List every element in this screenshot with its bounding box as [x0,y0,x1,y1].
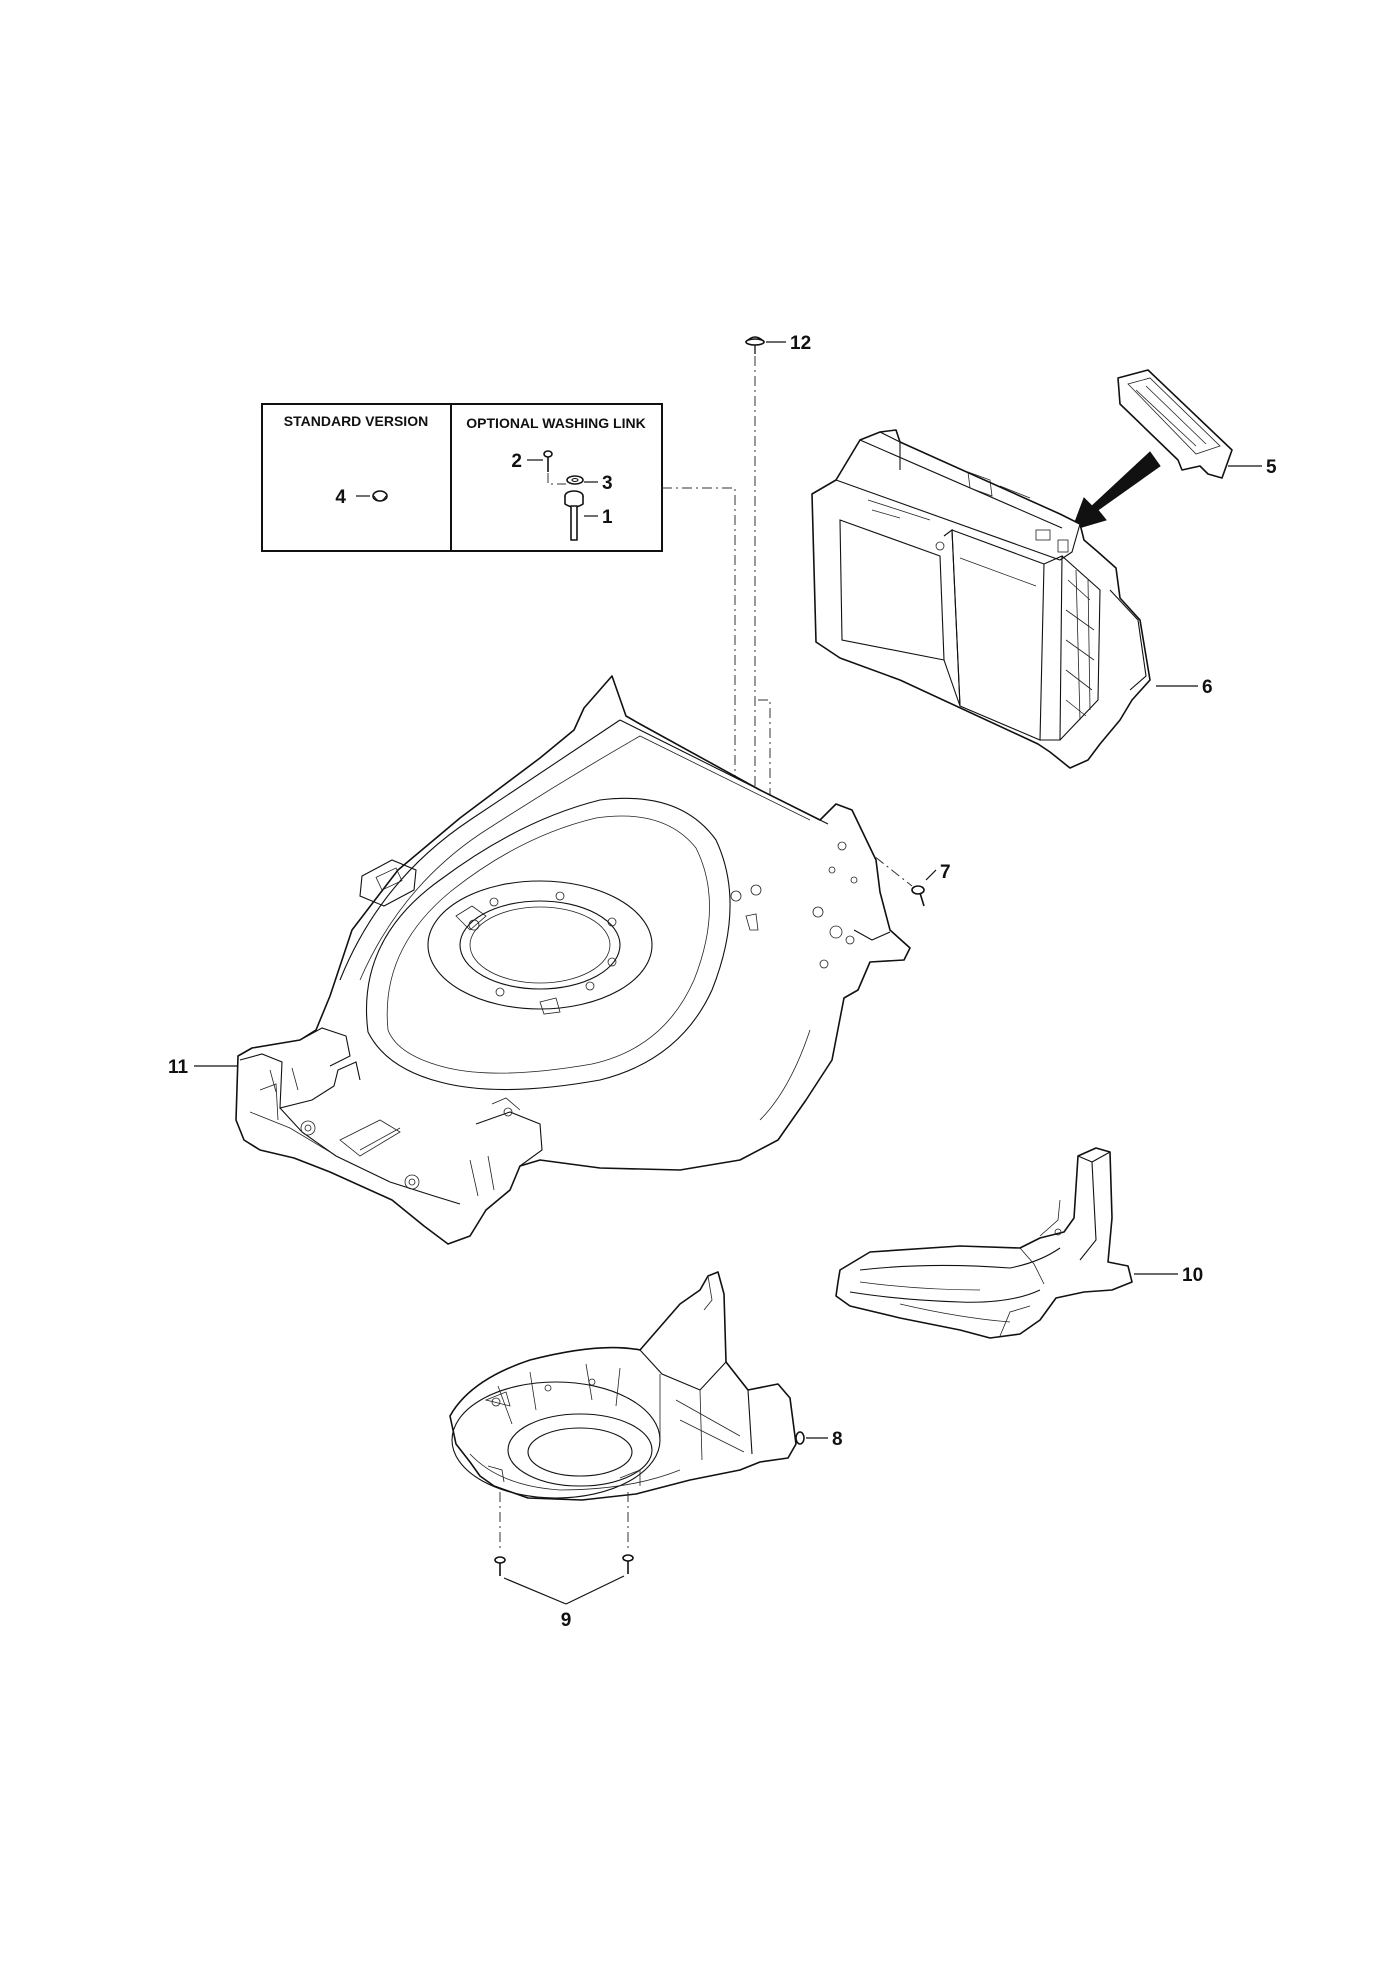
version-inset-table: STANDARD VERSION OPTIONAL WASHING LINK 4… [261,403,663,552]
callout-11: 11 [168,1057,189,1078]
part-3-washer-icon [566,475,584,485]
optional-washing-link-header: OPTIONAL WASHING LINK [466,415,645,431]
part-12-cap-icon [745,336,765,354]
callout-6: 6 [1202,677,1213,698]
part-6-chute-housing-icon [811,429,1151,769]
part-1-washing-nozzle-icon [564,490,584,541]
callout-4: 4 [335,487,346,508]
part-5-grass-flap-icon [1117,369,1233,479]
callout-1: 1 [602,507,613,528]
part-9-screw-right-icon [622,1554,634,1574]
part-2-screw-icon [543,450,553,472]
callout-7: 7 [940,862,951,883]
callout-10: 10 [1182,1265,1203,1286]
part-4-plug-icon [372,490,388,502]
part-9-screw-left-icon [494,1556,506,1576]
callout-2: 2 [511,451,522,472]
callout-9: 9 [561,1610,572,1631]
part-11-mower-deck-icon [235,675,911,1245]
part-8-chute-deflector-icon [449,1271,805,1501]
callout-3: 3 [602,473,613,494]
callout-5: 5 [1266,457,1277,478]
insertion-arrow-icon [1071,451,1161,531]
part-7-screw-icon [911,885,925,907]
standard-version-header: STANDARD VERSION [284,413,428,429]
callout-8: 8 [832,1429,843,1450]
part-10-mulching-plug-icon [835,1147,1133,1339]
callout-12: 12 [790,333,811,354]
